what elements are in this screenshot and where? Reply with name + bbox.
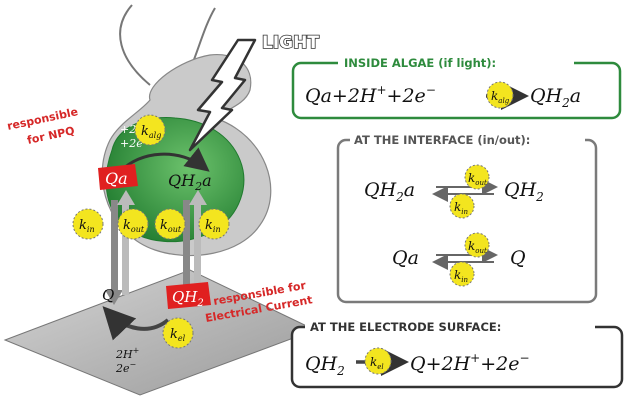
svg-text:Qa: Qa <box>392 247 419 269</box>
qa-tag: Qa <box>98 164 138 190</box>
k-out-badge-right: kout <box>154 208 186 240</box>
svg-text:QH2a: QH2a <box>530 85 581 110</box>
svg-text:kout: kout <box>123 218 145 234</box>
k-el-badge: kel <box>162 317 194 349</box>
qh2-tag: QH2 <box>166 282 211 309</box>
svg-text:QH2a: QH2a <box>364 179 415 204</box>
inside-algae-box: INSIDE ALGAE (if light): Qa+2H++2e− kalg… <box>291 54 622 120</box>
left-exchange-arrows <box>105 190 135 305</box>
svg-text:kin: kin <box>205 218 221 234</box>
light-bolt-icon <box>188 38 257 152</box>
svg-text:kalg: kalg <box>491 89 510 105</box>
surface-protons-electrons: 2H+ 2e− <box>115 346 139 375</box>
electrode-box: AT THE ELECTRODE SURFACE: QH2 kel Q+2H++… <box>290 318 624 389</box>
svg-text:kin: kin <box>79 218 95 234</box>
svg-text:Qa+2H++2e−: Qa+2H++2e− <box>305 83 436 107</box>
k-in-badge-left: kin <box>72 208 104 240</box>
interface-box: AT THE INTERFACE (in/out): QH2a kout kin… <box>336 131 598 304</box>
svg-text:2H+: 2H+ <box>115 346 139 361</box>
svg-text:AT THE ELECTRODE SURFACE:: AT THE ELECTRODE SURFACE: <box>310 320 501 334</box>
k-out-badge-left: kout <box>117 208 149 240</box>
svg-text:INSIDE ALGAE (if light):: INSIDE ALGAE (if light): <box>344 56 496 70</box>
svg-text:kel: kel <box>170 327 186 343</box>
svg-text:Q: Q <box>510 247 526 269</box>
svg-text:kin: kin <box>454 200 469 216</box>
svg-text:2e−: 2e− <box>115 360 136 375</box>
svg-text:kout: kout <box>468 239 487 255</box>
surface-q: Q <box>102 286 114 304</box>
svg-text:kel: kel <box>370 355 384 371</box>
svg-text:kalg: kalg <box>141 124 161 140</box>
svg-text:QH2: QH2 <box>172 288 204 309</box>
npq-label: responsible for NPQ <box>6 105 79 147</box>
svg-text:kout: kout <box>468 171 487 187</box>
svg-text:QH2: QH2 <box>305 353 345 378</box>
k-alg-badge: kalg <box>134 114 166 146</box>
svg-text:AT THE INTERFACE (in/out):: AT THE INTERFACE (in/out): <box>354 133 530 147</box>
light-label: LIGHT <box>262 33 319 53</box>
svg-text:Q+2H++2e−: Q+2H++2e− <box>410 351 530 375</box>
oxidation-arrow <box>102 306 170 341</box>
cell-qh2a: QH2a <box>168 171 212 193</box>
svg-text:kin: kin <box>454 268 469 284</box>
svg-text:Qa: Qa <box>105 169 128 188</box>
svg-text:QH2: QH2 <box>504 179 544 204</box>
svg-text:kout: kout <box>160 218 182 234</box>
k-in-badge-right: kin <box>198 208 230 240</box>
